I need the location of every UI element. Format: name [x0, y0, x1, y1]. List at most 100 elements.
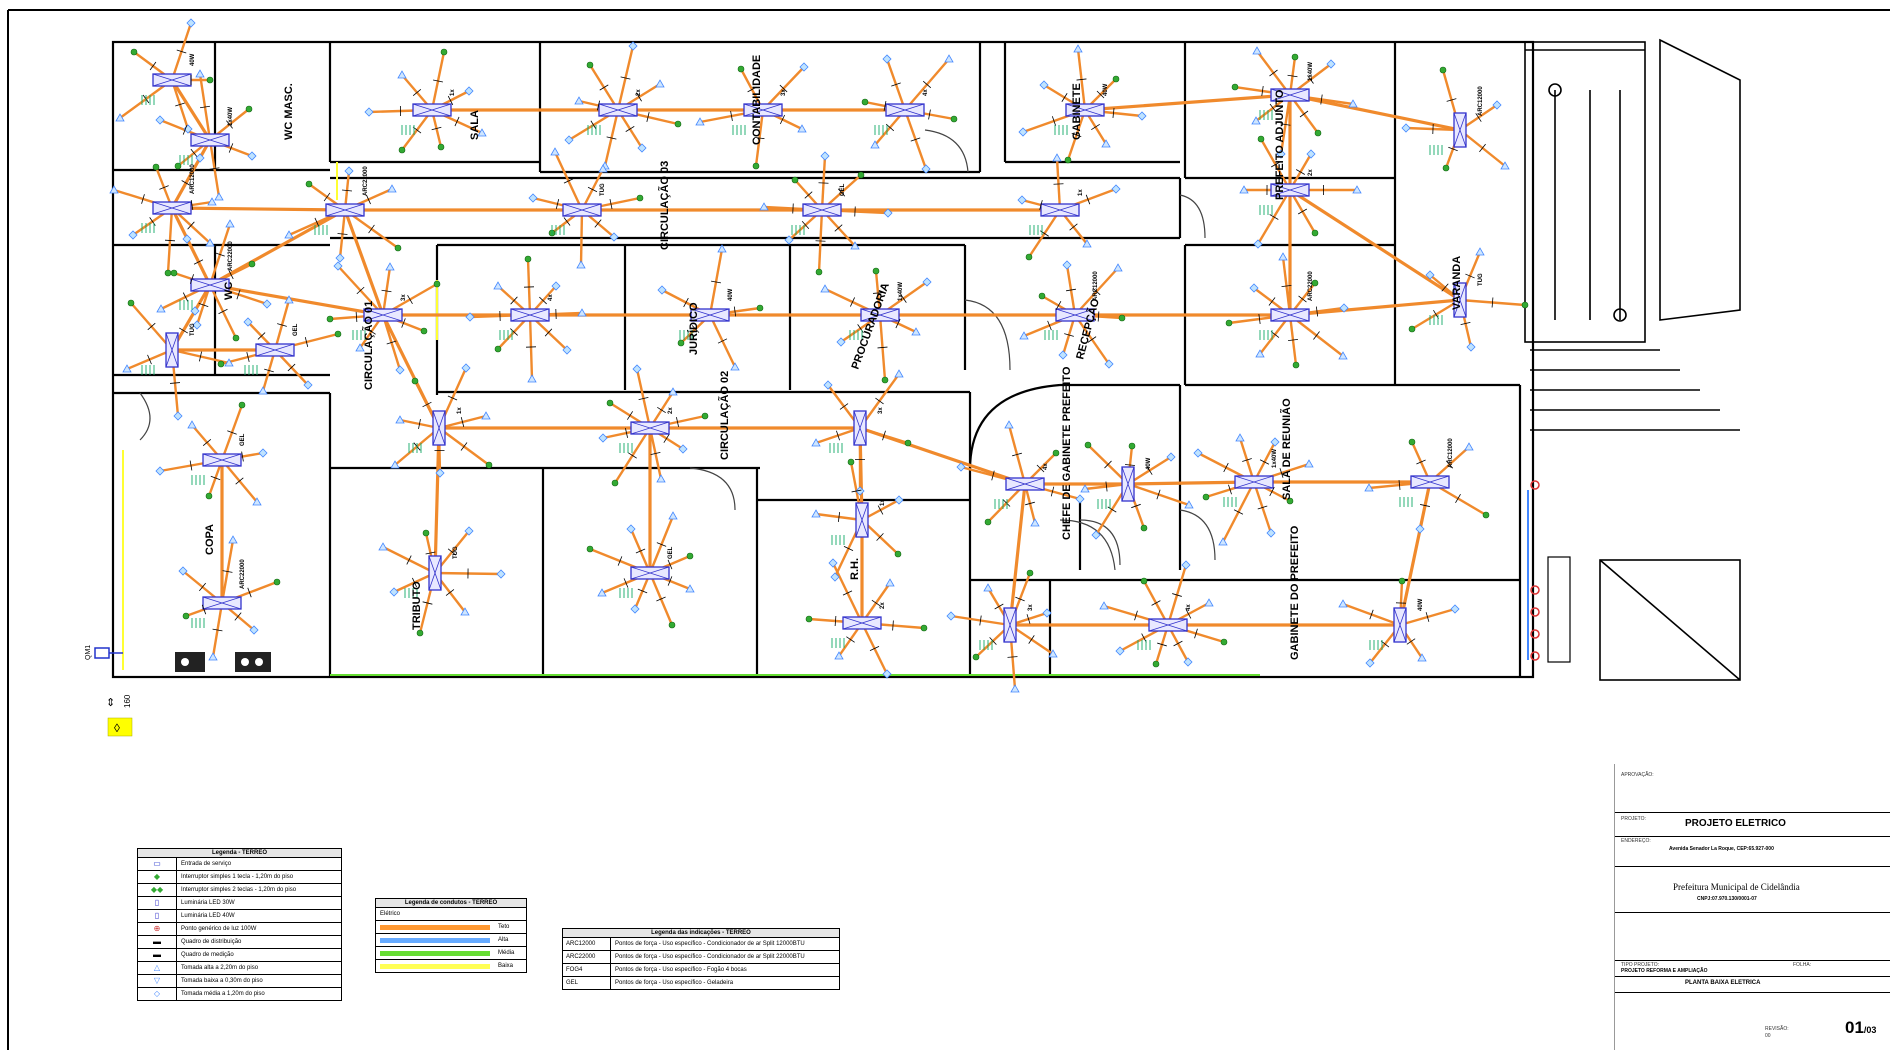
- switch-point: [416, 629, 424, 637]
- outlet-high-point: [1251, 116, 1261, 125]
- room-label-juridico: JURÍDICO: [687, 302, 700, 355]
- wire-tick: [510, 296, 518, 305]
- wire-tick: [241, 451, 244, 462]
- wire-tick: [1287, 74, 1298, 78]
- switch-point: [904, 439, 912, 447]
- switch-point: [1084, 441, 1092, 449]
- luminaire-led: [855, 502, 869, 538]
- wire-tick: [877, 346, 888, 349]
- circuit-label: 2x: [880, 602, 886, 609]
- outlet-high-point: [225, 219, 235, 228]
- wire-tick: [646, 112, 650, 122]
- outlet-point: [657, 285, 667, 295]
- wire-tick: [883, 101, 887, 111]
- outlet-point: [678, 444, 688, 454]
- outlet-high-point: [115, 113, 125, 122]
- wire-tick: [637, 588, 648, 594]
- wire-tick: [1173, 640, 1183, 647]
- switch-point: [1038, 292, 1046, 300]
- conduit-legend-text: Alta: [498, 937, 509, 943]
- switch-point: [1314, 129, 1322, 137]
- legend-symbol-text: Tomada média a 1,20m do piso: [181, 991, 265, 997]
- wire-tick: [1028, 635, 1035, 644]
- outlet-high-point: [1080, 484, 1090, 493]
- circuit-label: ARC12000: [1478, 86, 1484, 116]
- conduit-legend: Legenda de condutos - TERREO Elétrico Te…: [375, 898, 527, 973]
- luminaire-led: [202, 453, 242, 467]
- outlet-point: [551, 281, 561, 291]
- wire-tick: [510, 328, 518, 336]
- wire-tick: [1066, 288, 1076, 292]
- wire-tick: [1398, 479, 1401, 491]
- wire-tick: [190, 148, 198, 158]
- outlet-point: [1401, 123, 1411, 133]
- switch-point: [326, 315, 334, 323]
- room-label-prefeito-adjunto: PREFEITO ADJUNTO: [1274, 89, 1286, 200]
- outlet-high-point: [156, 304, 166, 313]
- outlet-high-point: [834, 651, 844, 660]
- wire-tick: [779, 84, 788, 93]
- luminaire-led: [152, 201, 192, 215]
- outlet-point: [173, 411, 183, 421]
- wire-tick: [839, 403, 849, 410]
- outlet-point: [562, 345, 572, 355]
- switch-point: [524, 255, 532, 263]
- outlet-high-point: [944, 54, 954, 63]
- switch-point: [1220, 638, 1228, 646]
- wire-tick: [539, 296, 547, 305]
- outlet-point: [946, 611, 956, 621]
- outlet-high-point: [228, 535, 238, 544]
- symbol-legend-row: ▯Luminária LED 40W: [138, 910, 341, 923]
- outlet-point: [333, 261, 343, 271]
- circuit-label: 3x: [401, 294, 407, 301]
- tb-approval-label: APROVAÇÃO:: [1621, 772, 1654, 778]
- wire-tick: [628, 452, 637, 459]
- switch-point: [1442, 164, 1450, 172]
- circuit-label: 40W: [190, 53, 196, 66]
- outlet-point: [1249, 283, 1259, 293]
- switch-point: [668, 621, 676, 629]
- meter-value: 160: [123, 694, 132, 708]
- circuit-label: TUG: [1478, 273, 1484, 286]
- outlet-point: [364, 107, 374, 117]
- wire-tick: [1156, 489, 1161, 500]
- outlet-point: [1062, 260, 1072, 270]
- outlet-high-point: [577, 308, 587, 317]
- wire-tick: [337, 233, 348, 235]
- outlet-high-point: [205, 238, 215, 247]
- outlet-high-point: [1252, 46, 1262, 55]
- wire-tick: [1460, 321, 1471, 326]
- switch-point: [1231, 83, 1239, 91]
- luminaire-led: [630, 421, 670, 435]
- wire-tick: [460, 417, 465, 427]
- tb-sheet-label: FOLHA:: [1793, 962, 1812, 968]
- outlet-high-point: [668, 387, 678, 396]
- wire-tick: [418, 419, 421, 429]
- wire-tick: [147, 354, 152, 365]
- switch-point: [494, 345, 502, 353]
- symbol-legend-row: ▬Quadro de distribuição: [138, 936, 341, 949]
- switch-point: [248, 260, 256, 268]
- circuit-label: 40W: [1418, 598, 1424, 611]
- meter-label: QM1: [85, 645, 92, 660]
- wire-tick: [979, 615, 982, 626]
- wire-tick: [1185, 609, 1192, 619]
- wire-tick: [1112, 107, 1115, 119]
- wire-tick: [202, 438, 212, 447]
- luminaire-led: [1393, 607, 1407, 643]
- wire-tick: [885, 123, 895, 132]
- service-entrance: QM1 160 ⇕ ◊: [85, 645, 133, 737]
- luminaire-led: [190, 133, 230, 147]
- luminaire-led: [412, 103, 452, 117]
- outlet-high-point: [574, 96, 584, 105]
- outlet-point: [182, 234, 192, 244]
- switch-point: [972, 653, 980, 661]
- circuit-label: 4x: [1186, 604, 1192, 611]
- luminaire-led: [690, 308, 730, 322]
- outlet-point: [598, 433, 608, 443]
- switch-point: [1118, 314, 1126, 322]
- outlet-point: [258, 448, 268, 458]
- tb-drawing: PLANTA BAIXA ELETRICA: [1685, 980, 1761, 986]
